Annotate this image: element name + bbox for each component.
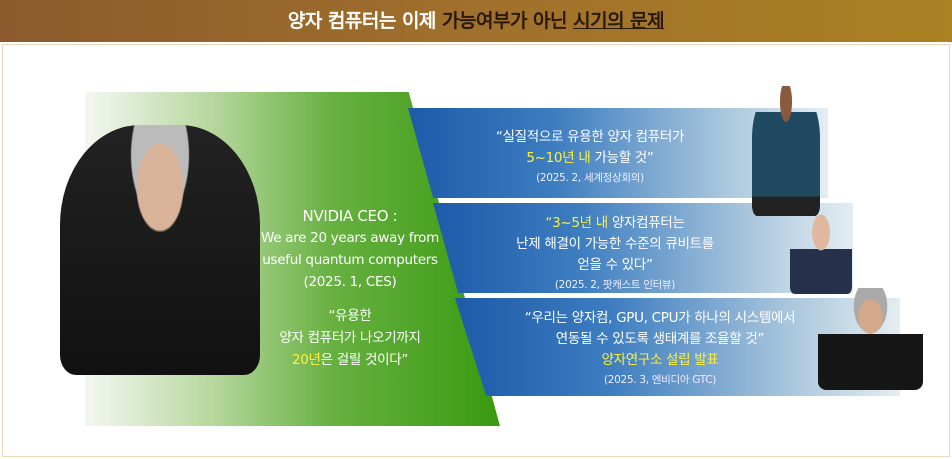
quote-2: “3~5년 내 양자컴퓨터는 난제 해결이 가능한 수준의 큐비트를 얻을 수 … (480, 213, 750, 294)
quote-1-highlight: 5~10년 내 (526, 150, 591, 166)
quote-3-line2: 연동될 수 있도록 생태계를 조율할 것” (555, 331, 765, 347)
nvidia-heading: NVIDIA CEO : (302, 207, 398, 225)
quote-2-line2: 난제 해결이 가능한 수준의 큐비트를 (516, 236, 714, 252)
quote-2-highlight: “3~5년 내 (545, 215, 608, 231)
bill-gates-photo (790, 212, 852, 294)
sundar-pichai-photo (752, 86, 820, 216)
quote-2-source: (2025. 2, 팟캐스트 인터뷰) (554, 279, 676, 291)
nvidia-quote-block: NVIDIA CEO : We are 20 years away from u… (240, 205, 460, 371)
title-banner: 양자 컴퓨터는 이제 가능여부가 아닌 시기의 문제 (0, 0, 952, 42)
title-part1: 양자 컴퓨터는 이제 (287, 10, 443, 32)
nvidia-line1: We are 20 years away from (261, 230, 439, 246)
quote-3-highlight: 양자연구소 설립 발표 (601, 352, 719, 368)
quote-3-line1: “우리는 양자컴, GPU, CPU가 하나의 시스템에서 (524, 310, 796, 326)
quote-1-line1: “실질적으로 유용한 양자 컴퓨터가 (495, 129, 685, 145)
quote-1-line2: 가능할 것” (590, 150, 654, 166)
nvidia-line2: useful quantum computers (262, 252, 438, 268)
nvidia-quote1: “유용한 (328, 308, 372, 324)
quote-3-source: (2025. 3, 엔비디아 GTC) (603, 374, 717, 386)
title-part3: 시기의 문제 (573, 10, 665, 32)
quote-2-line1: 양자컴퓨터는 (607, 215, 685, 231)
nvidia-source: (2025. 1, CES) (303, 274, 397, 290)
quote-3: “우리는 양자컴, GPU, CPU가 하나의 시스템에서 연동될 수 있도록 … (490, 308, 830, 389)
jensen-huang-photo (60, 125, 260, 375)
quote-1: “실질적으로 유용한 양자 컴퓨터가 5~10년 내 가능할 것” (2025.… (470, 127, 710, 187)
quote-band-2 (433, 203, 853, 293)
jensen-huang-small-photo (818, 288, 923, 390)
nvidia-highlight: 20년 (291, 352, 321, 368)
nvidia-quote2: 양자 컴퓨터가 나오기까지 (279, 330, 421, 346)
quote-1-source: (2025. 2, 세계정상회의) (536, 172, 644, 184)
quote-2-line3: 얻을 수 있다” (577, 257, 653, 273)
nvidia-quote3: 은 걸릴 것이다” (320, 352, 409, 368)
title-part2: 가능여부가 아닌 (442, 10, 574, 32)
